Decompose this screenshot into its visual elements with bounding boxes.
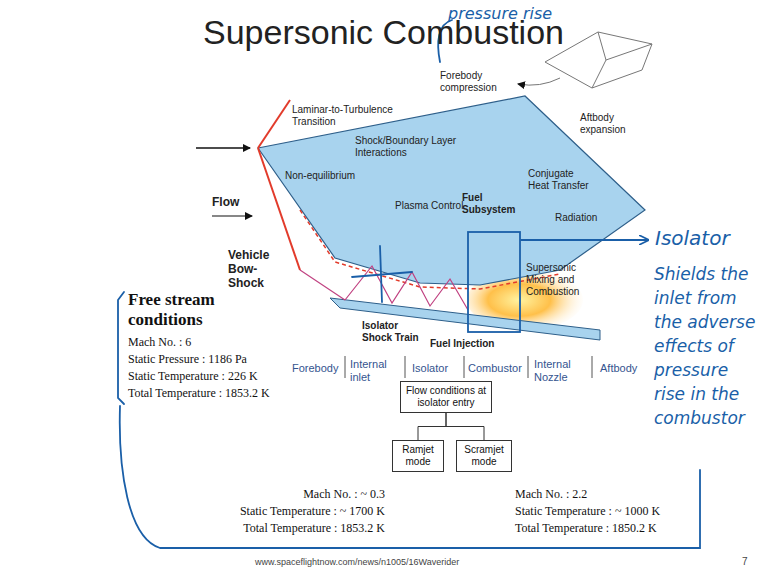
condition-value: Mach No. : 2.2 — [515, 486, 587, 503]
handwritten-marks — [118, 20, 700, 548]
condition-value: Static Pressure : 1186 Pa — [128, 351, 247, 368]
connector-line — [446, 413, 484, 440]
diagram-label: Plasma Control — [395, 200, 465, 212]
condition-value: Static Temperature : 226 K — [128, 368, 258, 385]
diagram-label: Isolator Shock Train — [362, 320, 420, 344]
handwritten-note: Shields the inlet from the adverse effec… — [654, 262, 762, 430]
flow-box: Flow conditions at isolator entry — [400, 381, 492, 413]
diagram-label: Fuel Subsystem — [462, 192, 517, 216]
diagram-label: Shock/Boundary Layer Interactions — [355, 135, 465, 159]
slide-title: Supersonic Combustion — [0, 12, 767, 52]
diagram-label: Supersonic Mixing and Combustion — [526, 262, 601, 298]
diagram-label: Radiation — [555, 212, 597, 224]
diagram-label: Aftbody expansion — [580, 112, 640, 136]
diagram-label: Vehicle Bow-Shock — [228, 248, 288, 290]
handwritten-note: Isolator — [655, 226, 730, 250]
diagram-label: Fuel Injection — [430, 338, 494, 350]
station-label: Isolator — [412, 362, 448, 375]
station-label: Combustor — [468, 362, 522, 375]
station-label: Aftbody — [600, 362, 637, 375]
handwritten-note: pressure rise — [448, 4, 552, 24]
station-label: Internal Nozzle — [534, 358, 584, 384]
condition-value: Mach No. : ~ 0.3 — [200, 486, 385, 503]
mode-box: Scramjet mode — [456, 440, 512, 472]
diagram-label: Flow — [212, 195, 239, 209]
condition-value: Static Temperature : ~ 1000 K — [515, 503, 660, 520]
box-text: Flow conditions at isolator entry — [404, 385, 488, 409]
conditions-heading: Free stream conditions — [128, 290, 233, 330]
diagram-label: Laminar-to-Turbulence Transition — [292, 104, 404, 128]
station-label: Internal inlet — [350, 358, 395, 384]
condition-value: Total Temperature : 1850.2 K — [515, 520, 657, 537]
station-label: Forebody — [292, 362, 338, 375]
condition-value: Static Temperature : ~ 1700 K — [200, 503, 385, 520]
diagram-label: Conjugate Heat Transfer — [528, 168, 593, 192]
box-text: Ramjet mode — [396, 444, 440, 468]
source-credit: www.spaceflightnow.com/news/n1005/16Wave… — [255, 557, 459, 568]
diagram-label: Non-equilibrium — [285, 170, 355, 182]
box-text: Scramjet mode — [460, 444, 508, 468]
page-number: 7 — [742, 556, 748, 568]
condition-value: Total Temperature : 1853.2 K — [200, 520, 385, 537]
connector-line — [418, 413, 446, 440]
condition-value: Total Temperature : 1853.2 K — [128, 385, 270, 402]
diagram-label: Forebody compression — [440, 70, 512, 94]
mode-box: Ramjet mode — [392, 440, 444, 472]
condition-value: Mach No. : 6 — [128, 334, 191, 351]
